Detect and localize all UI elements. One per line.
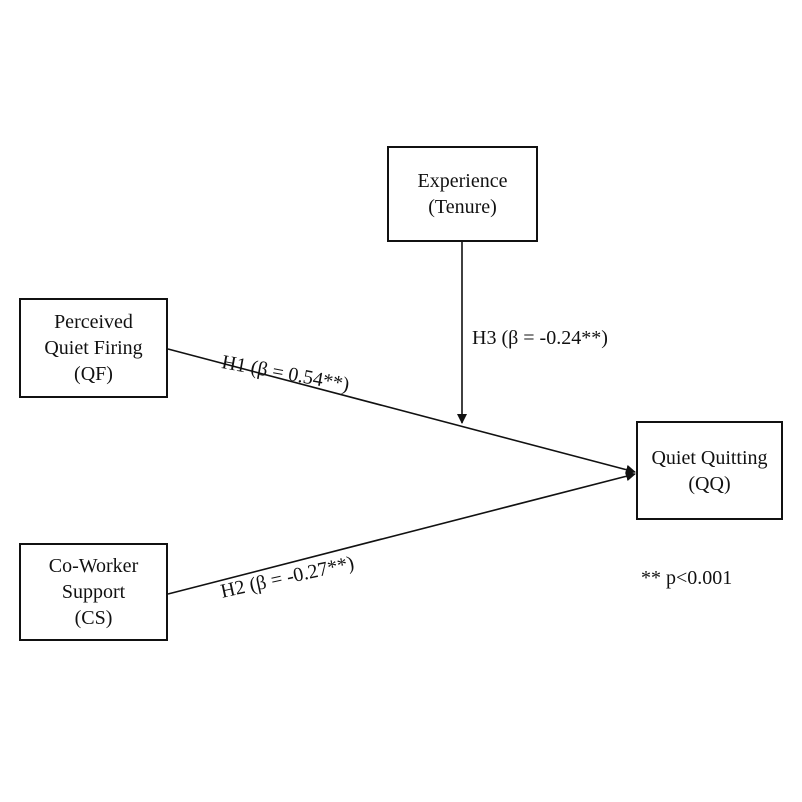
path-label-h3: H3 (β = -0.24**) bbox=[472, 327, 608, 349]
significance-note: ** p<0.001 bbox=[641, 567, 733, 589]
quiet-firing-line-2: Quiet Firing bbox=[44, 337, 143, 359]
coworker-support-line-1: Co-Worker bbox=[48, 555, 139, 577]
quiet-firing-line-3: (QF) bbox=[74, 363, 113, 385]
coworker-support-box: Co-Worker Support (CS) bbox=[19, 543, 168, 641]
experience-line-2: (Tenure) bbox=[428, 196, 497, 218]
experience-line-1: Experience bbox=[417, 170, 508, 192]
coworker-support-line-2: Support bbox=[61, 581, 126, 603]
coworker-support-line-3: (CS) bbox=[74, 607, 113, 629]
arrow-h1 bbox=[167, 348, 636, 475]
experience-box: Experience (Tenure) bbox=[387, 146, 538, 242]
quiet-firing-box: Perceived Quiet Firing (QF) bbox=[19, 298, 168, 398]
quiet-quitting-box: Quiet Quitting (QQ) bbox=[636, 421, 783, 520]
quiet-quitting-line-1: Quiet Quitting bbox=[651, 446, 768, 469]
arrow-h2 bbox=[167, 471, 636, 595]
quiet-firing-line-1: Perceived bbox=[54, 311, 133, 333]
quiet-quitting-line-2: (QQ) bbox=[688, 472, 731, 495]
